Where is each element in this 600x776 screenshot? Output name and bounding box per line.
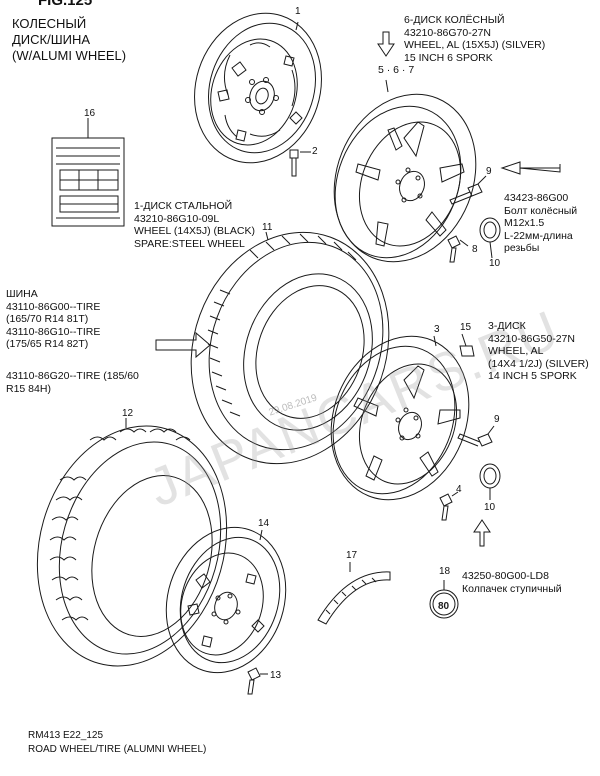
part-number: 1 [295,6,301,17]
wheel-6-refs: 5 · 6 · 7 [378,64,415,76]
alloy-wheel-6 [333,93,477,263]
bolt-9 [449,175,487,205]
part-number: 9 [494,414,500,425]
steel-wheel-14 [165,526,287,674]
part-number: 16 [84,108,96,119]
valve-13 [247,667,268,695]
wheel-3-callout: 3-ДИСК 43210-86G50-27N WHEEL, AL (14X4 1… [488,320,589,382]
hubcap-10-lower [479,463,501,500]
wheel-6-callout: 6-ДИСК КОЛЁСНЫЙ 43210-86G70-27N WHEEL, A… [404,14,546,64]
part-number: 10 [484,502,496,513]
tire-11 [190,231,390,465]
part-number: 15 [460,322,472,333]
part-number: 11 [262,222,273,233]
part-number: 17 [346,550,358,561]
part-number: 9 [486,166,492,177]
diagram-code: RM413 E22_125 [28,730,104,741]
tire-label-16 [51,118,125,227]
valve-2 [289,149,311,177]
part-number: 8 [472,244,478,255]
part-number: 18 [439,566,451,577]
part-number: 2 [312,146,318,157]
center-cap-18 [429,580,459,619]
strap-17 [317,562,391,625]
diagram-title: КОЛЕСНЫЙ ДИСК/ШИНА (W/ALUMI WHEEL) [12,16,127,63]
figure-number: FIG.125 [38,0,93,9]
alloy-wheel-3 [330,335,470,501]
steel-wheel-callout: 1-ДИСК СТАЛЬНОЙ 43210-86G10-09L WHEEL (1… [134,200,255,250]
cap-callout: 43250-80G00-LD8 Колпачек ступичный [462,570,562,595]
part-number: 13 [270,670,282,681]
bolt-9-lower [457,425,495,447]
steel-wheel-1 [194,12,322,164]
hubcap-10 [479,217,501,259]
bolt-callout: 43423-86G00 Болт колёсный M12x1.5 L-22мм… [504,192,578,254]
tire-alt-callout: 43110-86G20--TIRE (185/60 R15 84H) [6,370,139,395]
part-number: 3 [434,324,440,335]
part-number: 4 [456,484,462,495]
diagram-caption: ROAD WHEEL/TIRE (ALUMNI WHEEL) [28,744,207,755]
part-number: 14 [258,518,270,529]
part-number: 10 [489,258,501,269]
weight-15 [459,333,475,357]
tire-12 [36,418,228,667]
svg-text:80: 80 [438,601,450,612]
tire-callout: ШИНА 43110-86G00--TIRE (165/70 R14 81T) … [6,288,101,350]
part-number: 12 [122,408,134,419]
valve-4 [439,491,459,521]
valve-8 [447,235,469,263]
